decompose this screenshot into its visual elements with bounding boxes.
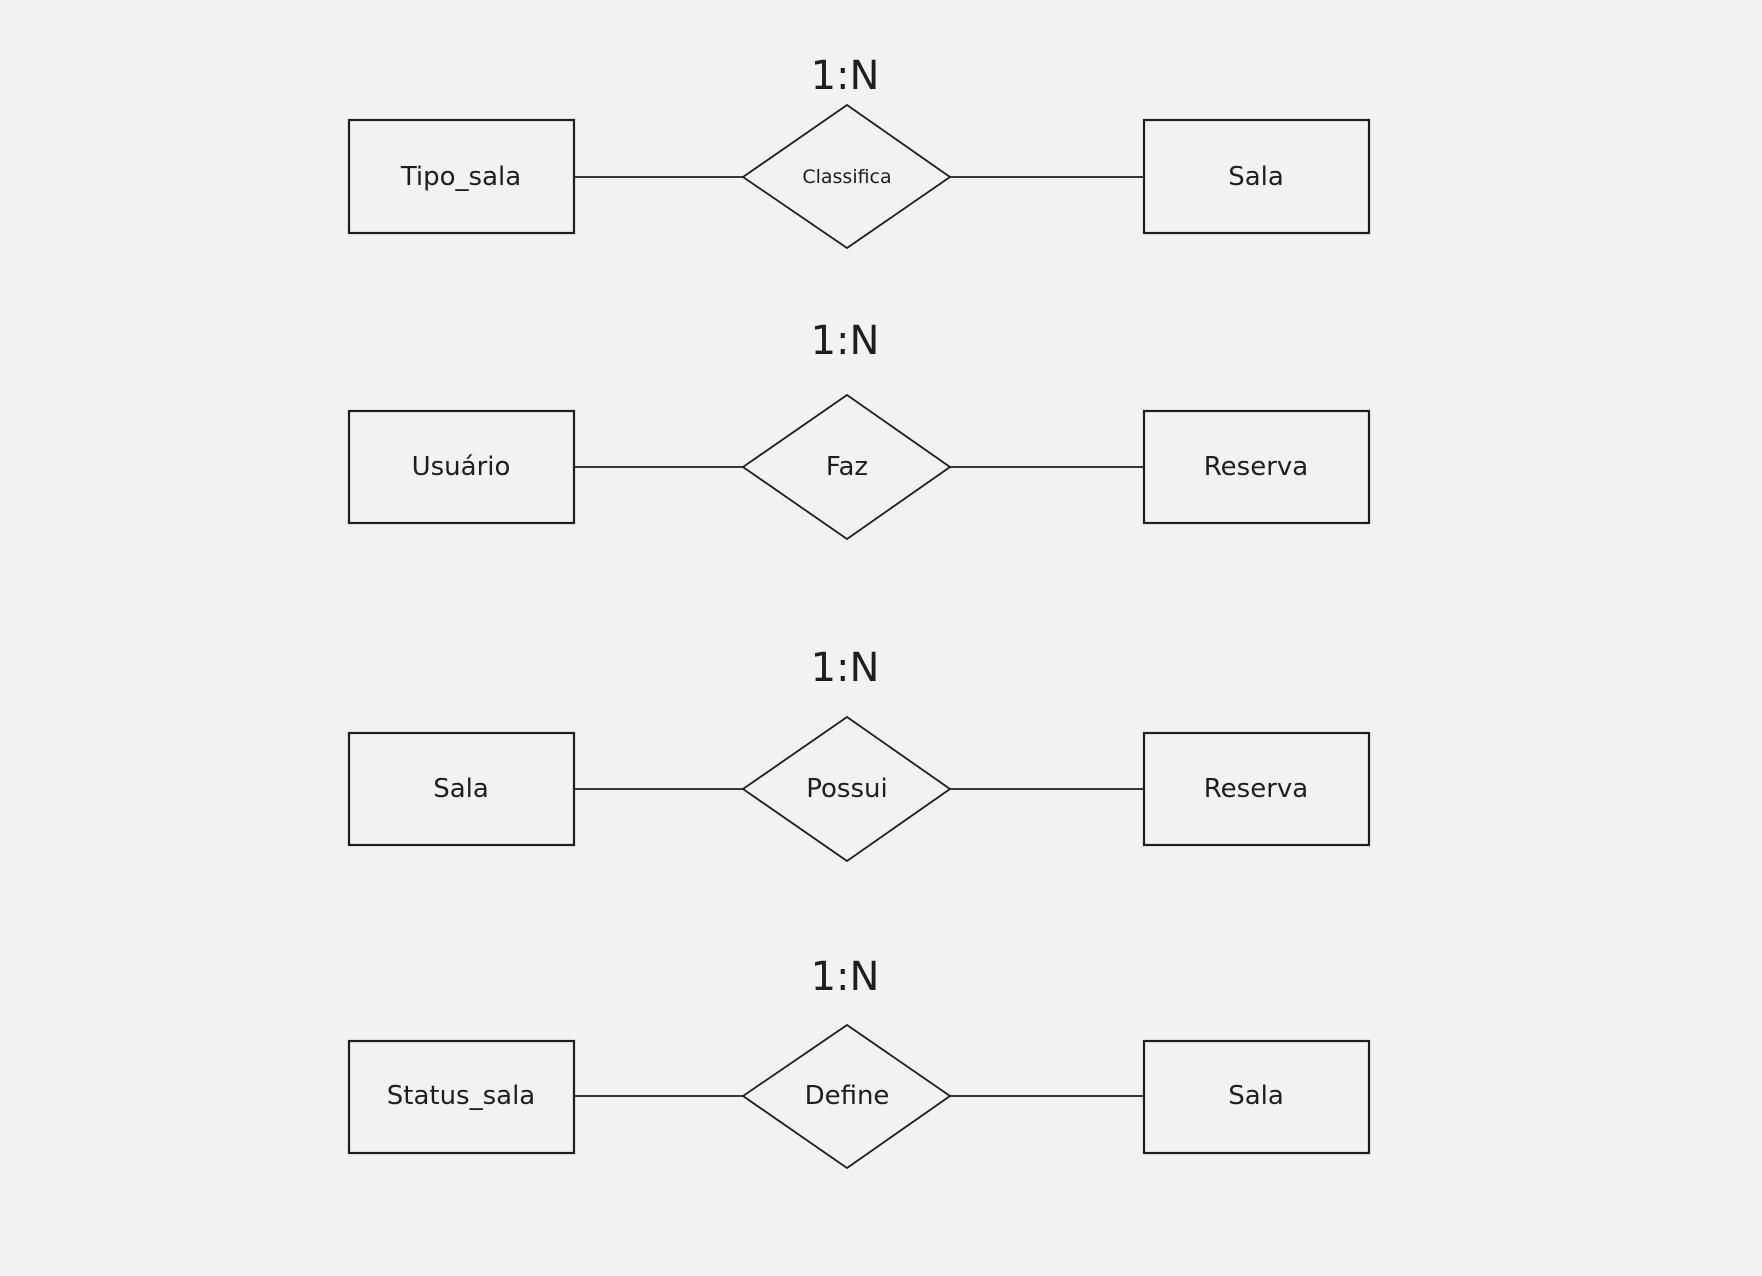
relationship-group: 1:N Tipo_sala Classifica Sala <box>347 53 1371 250</box>
entity-box-left[interactable] <box>347 409 576 525</box>
entity-box-left[interactable] <box>347 1039 576 1155</box>
entity-box-right[interactable] <box>1142 1039 1371 1155</box>
relationship-diamond[interactable] <box>741 1023 952 1170</box>
entity-box-left[interactable] <box>347 731 576 847</box>
cardinality-label: 1:N <box>811 645 880 691</box>
relationship-label: Classifica <box>802 166 891 188</box>
relationship-group: 1:N Status_sala Define Sala <box>347 954 1371 1170</box>
relationship-label: Faz <box>826 452 868 482</box>
entity-label-right: Sala <box>1228 162 1284 192</box>
entity-label-right: Sala <box>1228 1081 1284 1111</box>
entity-box-left[interactable] <box>347 118 576 235</box>
entity-box-right[interactable] <box>1142 409 1371 525</box>
relationship-label: Define <box>805 1081 890 1111</box>
entity-box-right[interactable] <box>1142 118 1371 235</box>
relationship-diamond[interactable] <box>741 103 952 250</box>
entity-label-right: Reserva <box>1204 774 1308 804</box>
relationship-diamond[interactable] <box>741 715 952 863</box>
entity-label-left: Status_sala <box>387 1081 535 1111</box>
entity-label-left: Sala <box>433 774 489 804</box>
cardinality-label: 1:N <box>811 954 880 1000</box>
relationship-label: Possui <box>806 774 887 804</box>
relationship-group: 1:N Usuário Faz Reserva <box>347 318 1371 541</box>
cardinality-label: 1:N <box>811 53 880 99</box>
entity-label-left: Usuário <box>412 452 511 482</box>
relationship-group: 1:N Sala Possui Reserva <box>347 645 1371 863</box>
relationship-diamond[interactable] <box>741 393 952 541</box>
entity-label-left: Tipo_sala <box>400 162 521 192</box>
entity-box-right[interactable] <box>1142 731 1371 847</box>
cardinality-label: 1:N <box>811 318 880 364</box>
entity-label-right: Reserva <box>1204 452 1308 482</box>
